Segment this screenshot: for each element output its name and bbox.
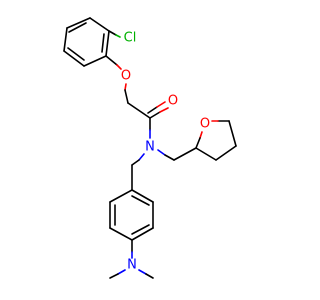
methylene-thf-bond [173, 147, 197, 161]
ether-oxygen-label: O [121, 69, 131, 84]
ring-oxygen-label: O [200, 117, 210, 132]
tetrahydrofuran-ring [195, 120, 237, 161]
chlorine-label: Cl [124, 31, 137, 46]
chlorophenyl-ring [63, 17, 110, 67]
nitrogen-benzyl-bond [131, 153, 145, 166]
carbonyl-double-bond [147, 101, 169, 119]
carbon-chlorine-bond [108, 30, 121, 38]
nitrogen-thf-methylene-bond [157, 149, 175, 161]
aryl-ether-bond [105, 55, 122, 70]
amide-nitrogen-label: N [145, 140, 155, 155]
carbonyl-oxygen-label: O [168, 94, 178, 109]
amine-nitrogen-label: N [127, 258, 137, 273]
molecule-structure: Cl O O N O N [63, 17, 237, 279]
ether-methylene-bond [124, 83, 129, 104]
n-methyl-bonds [109, 269, 154, 279]
aminophenyl-ring [109, 189, 154, 241]
methylene-carbonyl-bond [127, 102, 151, 119]
